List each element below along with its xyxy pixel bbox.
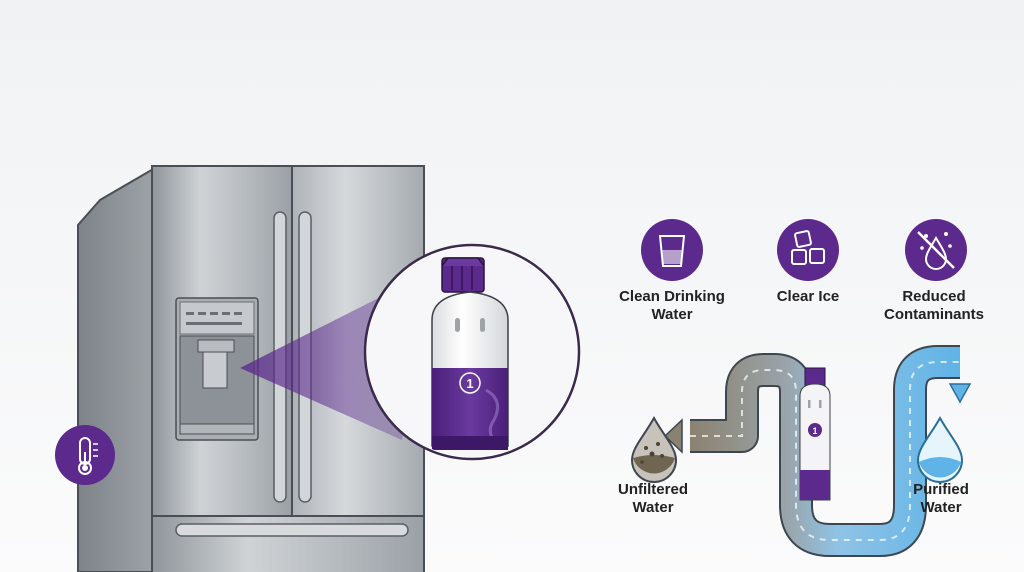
flow-label-line: Unfiltered	[617, 481, 688, 498]
benefit-label-reduced-contaminants: Reduced Contaminants	[859, 288, 1009, 324]
benefit-label-clear-ice: Clear Ice	[733, 288, 883, 306]
flow-label-line: Water	[632, 499, 674, 516]
filter-badge-small: 1	[812, 426, 817, 436]
no-contaminants-icon	[905, 219, 967, 281]
flow-arrow-out	[948, 383, 972, 404]
drawer-handle	[175, 523, 409, 537]
benefit-line: Contaminants	[883, 306, 984, 323]
control-buttons	[186, 312, 242, 325]
drip-tray	[179, 423, 255, 435]
benefit-label-clean-water: Clean Drinking Water	[597, 288, 747, 324]
unfiltered-water-drop-icon	[630, 415, 678, 483]
filter-cartridge-large	[431, 257, 509, 450]
unfiltered-water-label: Unfiltered Water	[578, 481, 728, 517]
flow-label-line: Water	[920, 499, 962, 516]
ice-cubes-icon	[777, 219, 839, 281]
filtration-flow-pipe	[663, 345, 972, 557]
fridge-side-panel	[77, 166, 156, 572]
benefit-line: Reduced	[902, 288, 966, 305]
purified-water-label: Purified Water	[866, 481, 1016, 517]
flow-arrow-in	[663, 418, 683, 454]
benefit-line: Clean Drinking	[619, 288, 725, 305]
filter-cartridge-small	[799, 367, 831, 501]
dispenser-nozzle	[197, 339, 235, 353]
thermometer-icon	[55, 425, 115, 485]
dispenser-control-panel	[179, 301, 255, 335]
purified-water-drop-icon	[916, 415, 964, 483]
filter-badge-large: 1	[466, 376, 473, 391]
flow-label-line: Purified	[913, 481, 969, 498]
benefit-line: Clear Ice	[776, 288, 840, 305]
dispenser-lever	[202, 351, 228, 389]
benefit-line: Water	[651, 306, 693, 323]
water-glass-icon	[641, 219, 703, 281]
magnifier-circle	[363, 243, 581, 461]
